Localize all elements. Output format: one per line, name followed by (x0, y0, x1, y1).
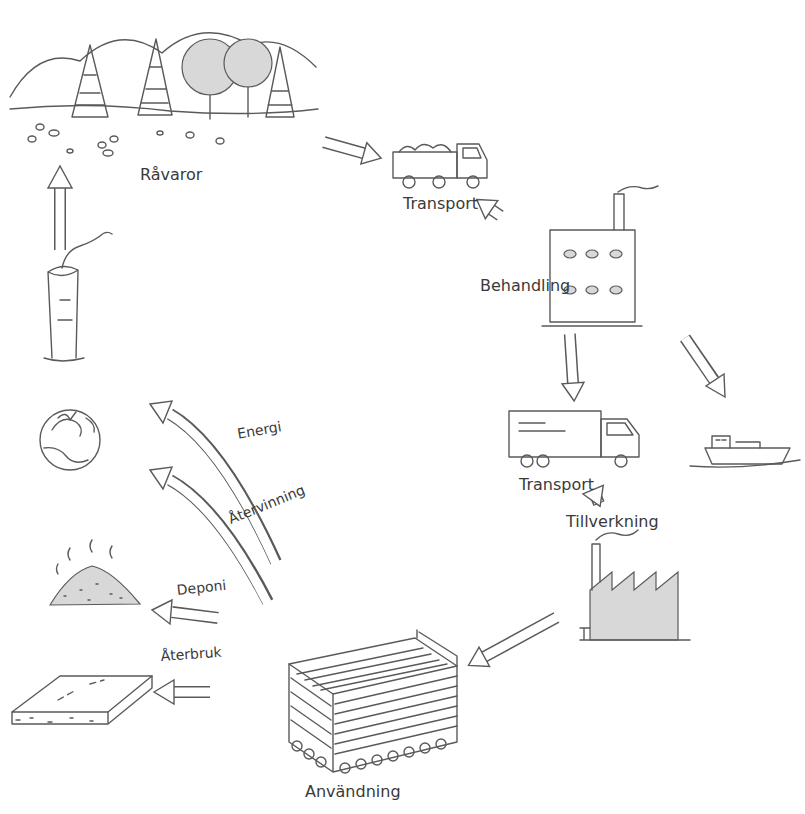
stage-label: Råvaror (140, 165, 202, 184)
flow-label: Energi (236, 418, 283, 442)
raw-materials-stage: Råvaror (10, 5, 320, 190)
stage-label: Tillverkning (566, 512, 659, 531)
arrow-fill (594, 492, 598, 502)
stage-label: Transport (519, 475, 594, 494)
stage-label: Behandling (480, 276, 570, 295)
stage-illustration (10, 5, 320, 190)
hollow-arrow (48, 166, 72, 250)
globe-sketch (40, 410, 100, 470)
arrow-outline (483, 618, 556, 658)
stage-illustration (275, 630, 465, 808)
ship-sketch (690, 436, 800, 467)
flow-arrow (323, 142, 381, 164)
arrow-fill (570, 333, 573, 386)
hollow-arrow (685, 338, 725, 397)
arrow-fill (323, 142, 367, 154)
arrow-outline (324, 142, 365, 153)
transport-stage: Transport (385, 130, 497, 220)
manufacturing-stage: Tillverkning (560, 510, 700, 645)
stage-label: Användning (305, 782, 401, 801)
stage-illustration (480, 190, 650, 330)
road-slab-sketch (12, 676, 152, 724)
hollow-arrow (150, 467, 268, 604)
use-stage: Användning (275, 630, 465, 808)
hollow-arrow (152, 600, 219, 624)
arrow-head (562, 382, 584, 401)
stage-label: Transport (403, 194, 478, 213)
landfill-sketch (50, 540, 140, 605)
arrow-head (361, 143, 381, 164)
transport-stage: Transport (505, 405, 650, 500)
arrow-outline (491, 209, 501, 216)
flow-arrow (562, 333, 584, 401)
chimney-sketch (44, 232, 112, 361)
flow-arrow (469, 617, 558, 666)
processing-stage: Behandling (480, 190, 650, 330)
arrow-fill (489, 208, 501, 216)
arrow-head (477, 199, 498, 218)
arrow-head (469, 647, 490, 666)
hollow-arrow (154, 680, 211, 704)
arrow-outline (594, 491, 599, 504)
arrow-outline (570, 334, 573, 384)
arrow-fill (482, 617, 558, 658)
flow-arrow (477, 199, 501, 218)
flow-label: Återbruk (160, 644, 222, 664)
flow-label: Deponi (176, 577, 227, 598)
